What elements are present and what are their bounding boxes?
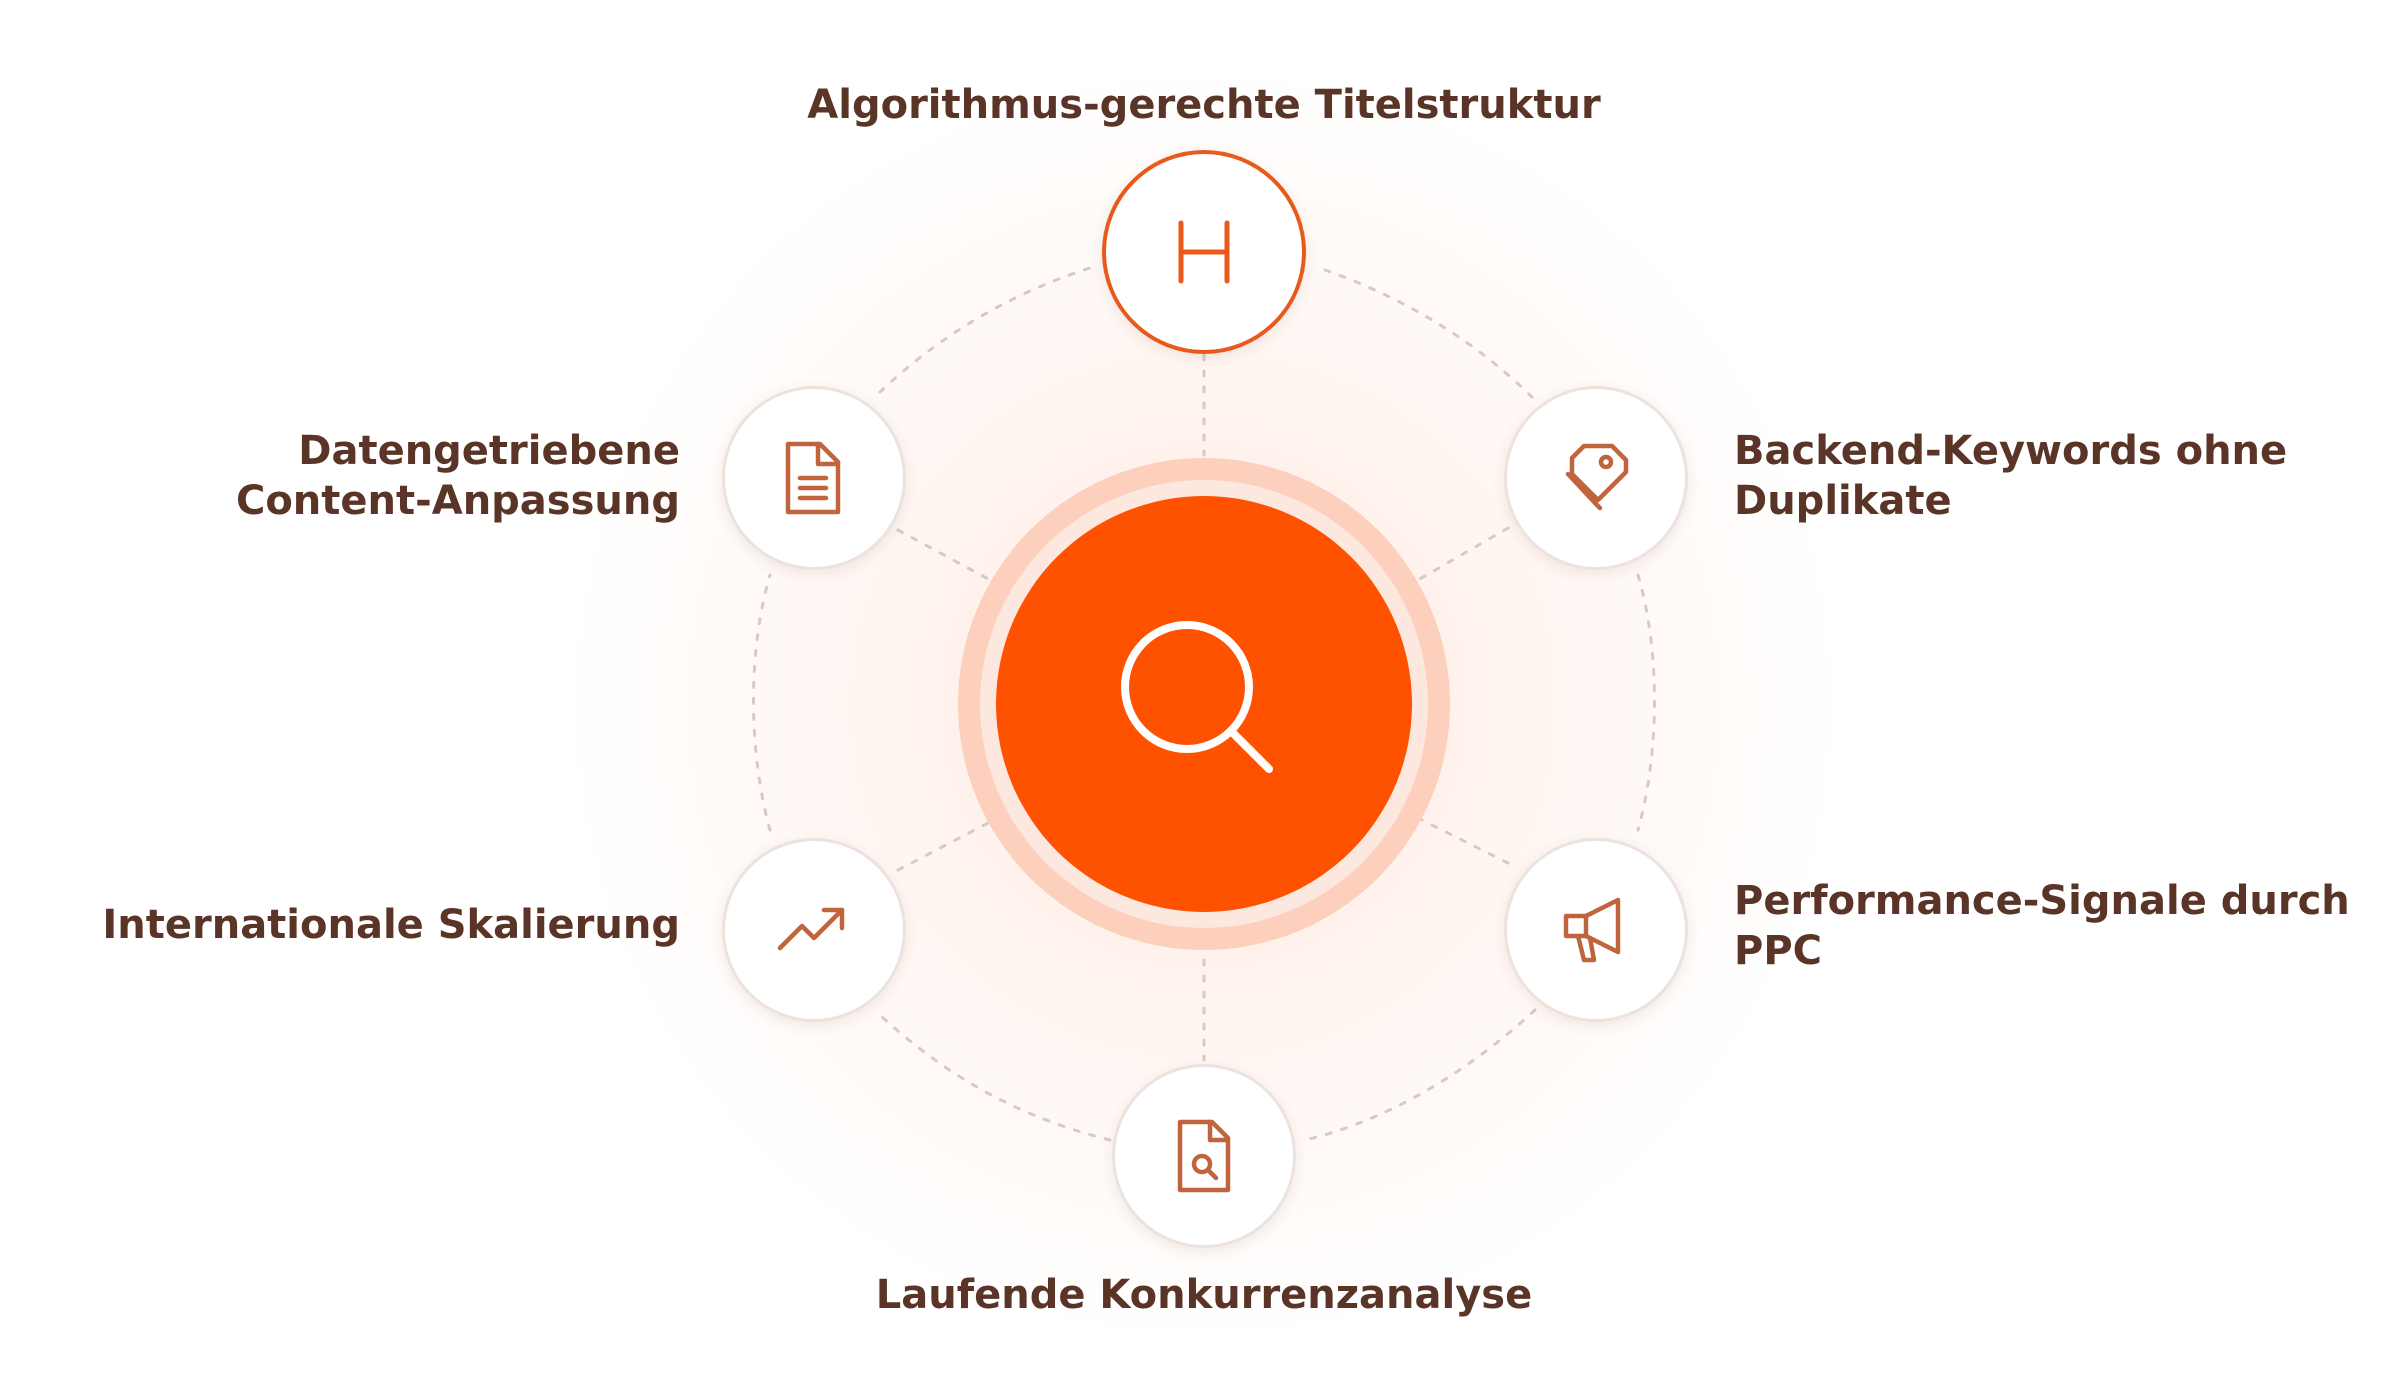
label-upper-left: Datengetriebene Content-Anpassung	[235, 428, 680, 524]
node-top	[1102, 150, 1306, 354]
outer-ring-bottom-left	[878, 1013, 1112, 1142]
label-bottom: Laufende Konkurrenzanalyse	[875, 1272, 1533, 1318]
outer-ring-bottom-right	[1303, 1008, 1537, 1142]
label-upper-right: Backend-Keywords ohne Duplikate	[1734, 428, 2288, 524]
outer-ring-top-right	[1323, 268, 1537, 402]
center-hub	[996, 496, 1412, 912]
trending-up-icon	[777, 907, 845, 951]
outer-ring-right	[1636, 573, 1656, 832]
label-top: Algorithmus-gerechte Titelstruktur	[807, 82, 1601, 128]
heading-h-icon	[1178, 220, 1230, 284]
label-lower-right: Performance-Signale durch PPC	[1734, 878, 2350, 974]
node-bottom	[1112, 1064, 1296, 1248]
spoke-lower-right	[1416, 816, 1510, 865]
spoke-upper-right	[1416, 526, 1510, 582]
search-icon	[1121, 621, 1273, 773]
spoke-upper-left	[896, 528, 992, 582]
tags-icon	[1565, 443, 1629, 511]
spoke-lower-left	[896, 820, 992, 872]
megaphone-icon	[1563, 897, 1621, 963]
outer-ring-left	[752, 573, 772, 832]
node-lower-left	[722, 838, 906, 1022]
outer-ring-top-left	[878, 266, 1092, 394]
document-text-icon	[785, 441, 841, 515]
file-search-icon	[1177, 1119, 1231, 1193]
node-lower-right	[1504, 838, 1688, 1022]
label-lower-left: Internationale Skalierung	[102, 902, 680, 948]
node-upper-left	[722, 386, 906, 570]
node-upper-right	[1504, 386, 1688, 570]
